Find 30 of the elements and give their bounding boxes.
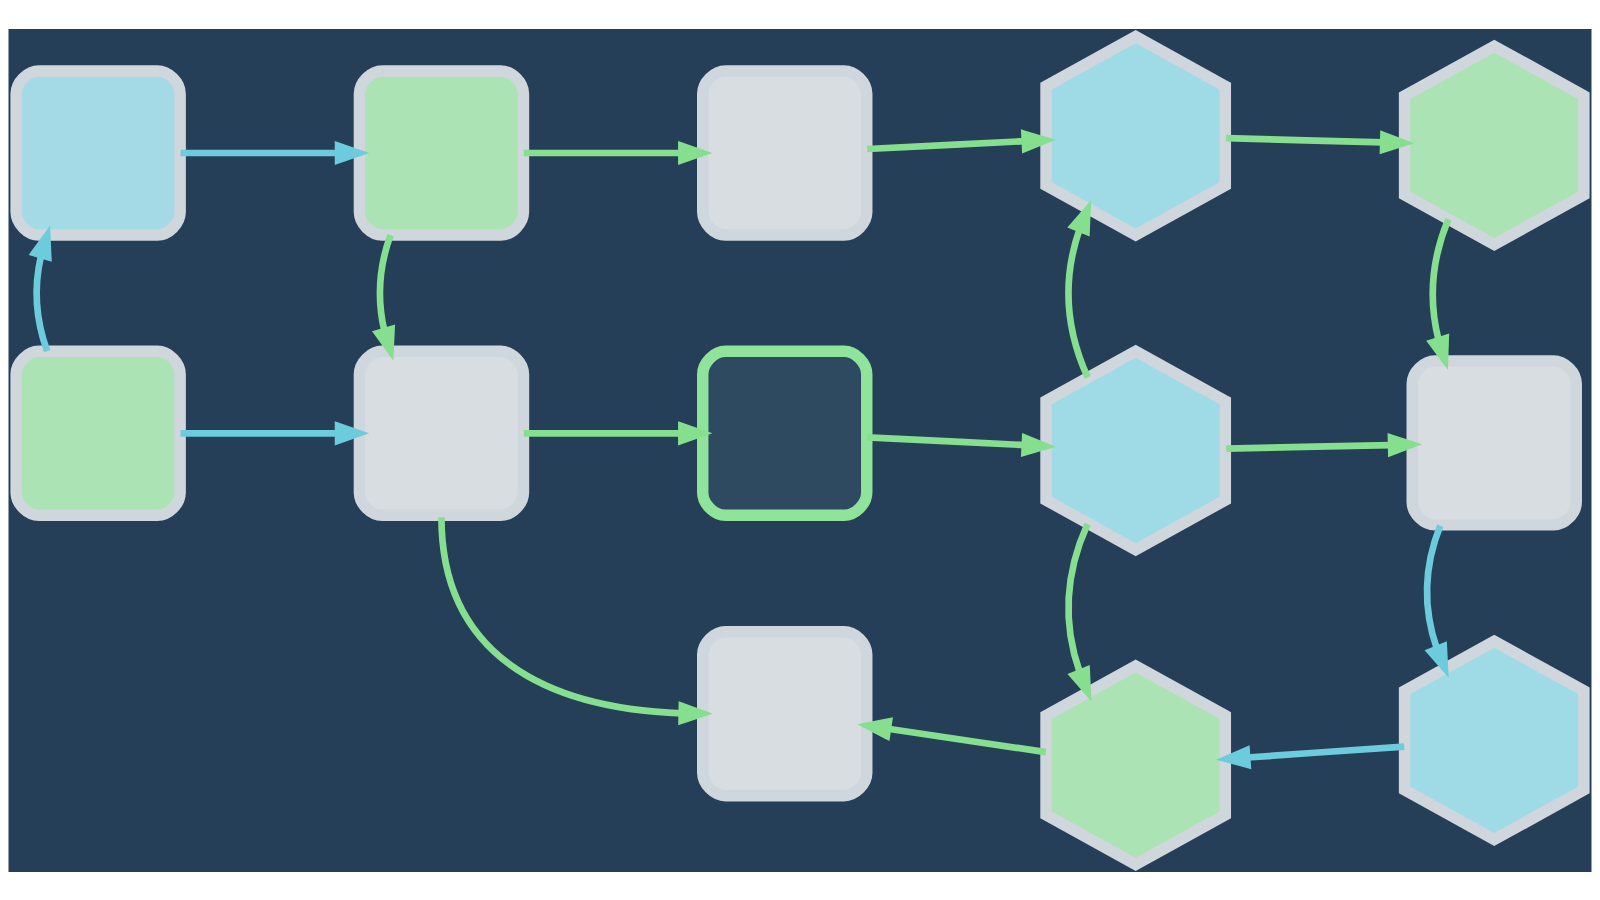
node-hexagon [1040,659,1232,871]
node-hexagon [1040,344,1232,556]
arrow [180,140,370,165]
arrow [523,140,713,165]
node-hexagon [1040,29,1232,241]
arrow [1226,432,1423,457]
node-box [697,625,873,801]
arrow [180,420,370,445]
node-hexagon [1398,634,1590,846]
arrow [372,233,396,361]
arrow [867,432,1056,457]
node-box [1406,354,1582,531]
arrow [867,128,1056,153]
arrow [1426,217,1452,370]
node-box [353,64,530,241]
arrow [1065,199,1092,379]
arrow [857,716,1047,755]
node-box [697,64,873,241]
arrow [1065,522,1092,701]
node-hexagon [1398,39,1590,251]
node-box [353,345,530,521]
node-box [697,345,873,521]
arrow [1423,524,1449,678]
node-box [10,64,186,241]
arrow [1216,742,1405,769]
arrow [523,420,713,445]
arrow [438,516,713,725]
node-box [10,345,186,521]
arrow [28,224,52,352]
arrow [1226,129,1415,154]
